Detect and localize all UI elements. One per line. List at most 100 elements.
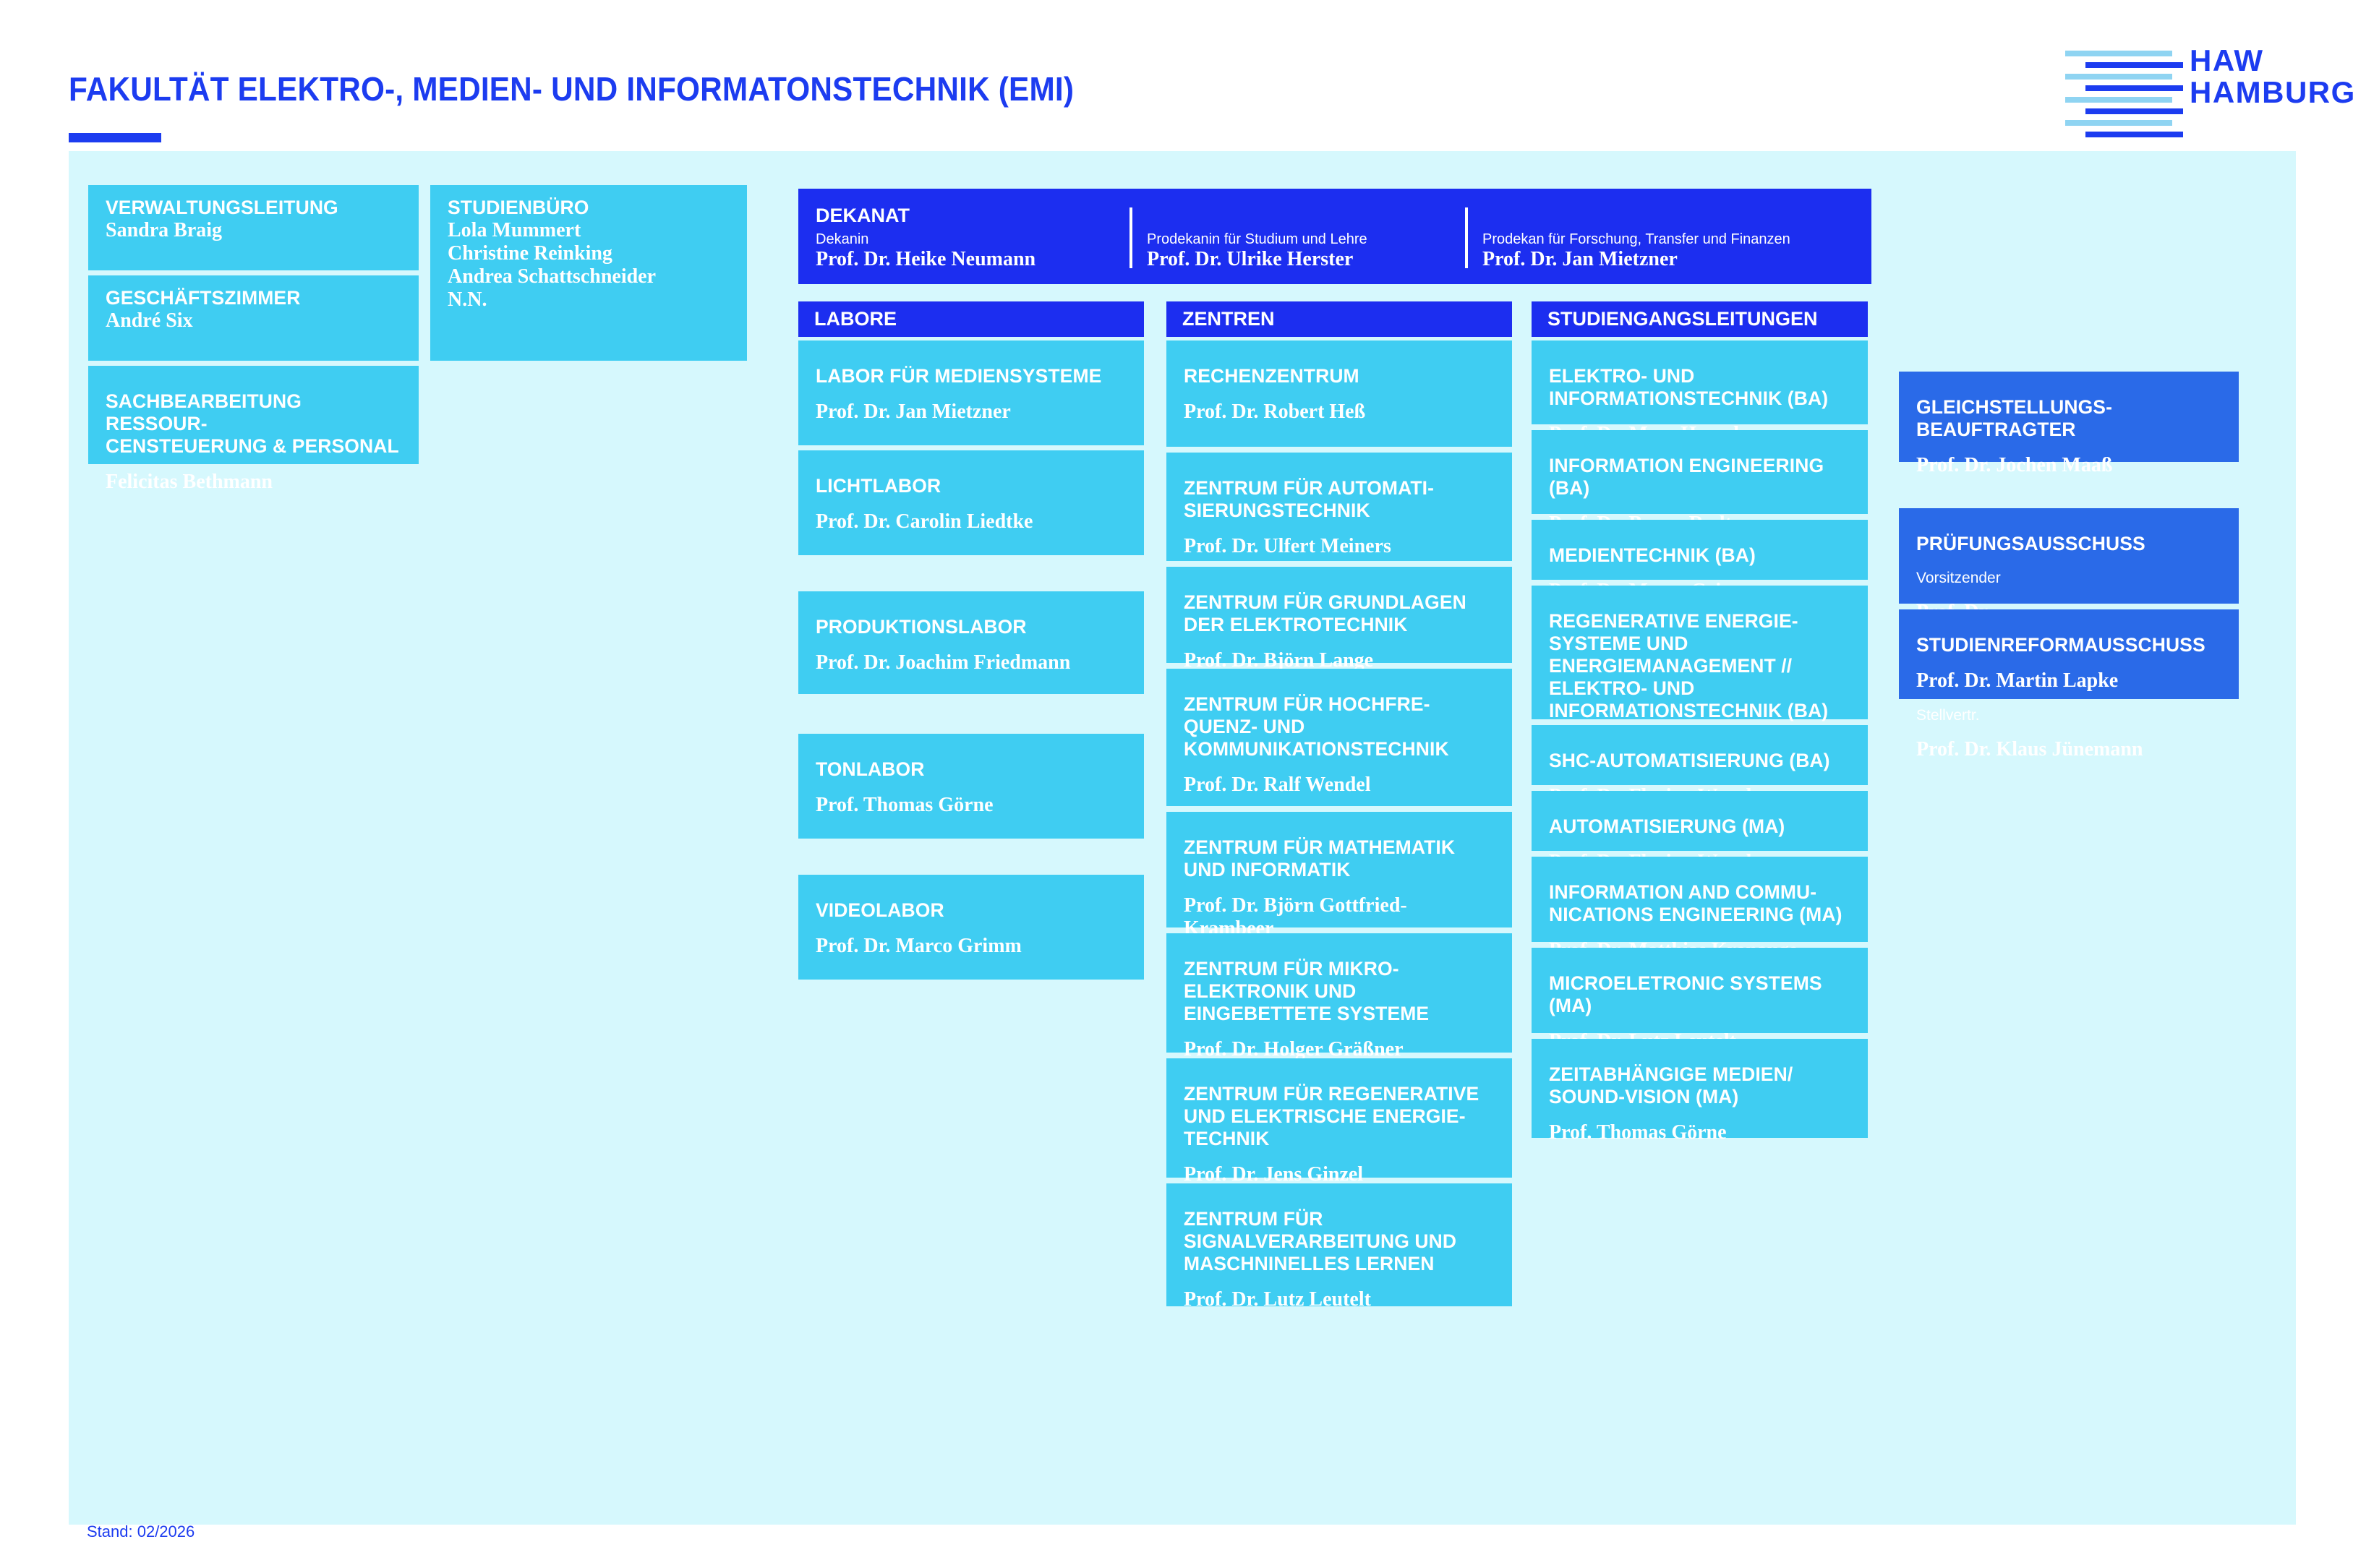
card-zentrum[interactable]: ZENTRUM FÜR MIKRO- ELEKTRONIK UND EINGEB…: [1166, 933, 1512, 1061]
column-header-label: LABORE: [814, 308, 897, 330]
card-title: REGENERATIVE ENERGIE- SYSTEME UND ENERGI…: [1549, 610, 1829, 721]
card-person: Prof. Thomas Görne: [1549, 1121, 1727, 1144]
card-studiengang[interactable]: SHC-AUTOMATISIERUNG (BA) Prof. Dr. Flori…: [1532, 725, 1868, 807]
card-title: ZENTRUM FÜR MATHEMATIK UND INFORMATIK: [1184, 836, 1456, 881]
dekanat-entry-prodekan: Prodekan für Forschung, Transfer und Fin…: [1482, 231, 1858, 326]
card-zentrum[interactable]: ZENTRUM FÜR HOCHFRE- QUENZ- UND KOMMUNIK…: [1166, 669, 1512, 878]
card-person: Prof. Dr. Björn Lange: [1184, 649, 1374, 672]
page-title: FAKULTÄT ELEKTRO-, MEDIEN- UND INFORMATO…: [69, 70, 1075, 108]
footer-stand: Stand: 02/2026: [87, 1522, 195, 1541]
card-zentrum[interactable]: ZENTRUM FÜR REGENERATIVE UND ELEKTRISCHE…: [1166, 1058, 1512, 1186]
card-title: GLEICHSTELLUNGS- BEAUFTRAGTER: [1916, 396, 2113, 440]
card-sachbearbeitung[interactable]: SACHBEARBEITUNG RESSOUR- CENSTEUERUNG & …: [88, 366, 419, 493]
card-person: Andrea Schattschneider: [448, 265, 657, 288]
card-title: ZENTRUM FÜR GRUNDLAGEN DER ELEKTROTECHNI…: [1184, 591, 1466, 635]
card-person: Prof. Dr. Marco Grimm: [816, 935, 1022, 957]
card-person: Prof. Dr. Jochen Maaß: [1916, 454, 2113, 476]
card-studiengang[interactable]: ZEITABHÄNGIGE MEDIEN/ SOUND-VISION (MA) …: [1532, 1039, 1868, 1144]
card-person: Prof. Dr. Jan Mietzner: [816, 400, 1011, 423]
logo-line-1: HAW: [2190, 43, 2264, 77]
card-zentrum[interactable]: RECHENZENTRUM Prof. Dr. Robert Heß: [1166, 340, 1512, 447]
column-header-labore: LABORE: [798, 301, 1144, 337]
deputy-name: Prof. Dr. Klaus Jünemann: [1916, 738, 2143, 761]
card-studiengang[interactable]: AUTOMATISIERUNG (MA) Prof. Dr. Florian W…: [1532, 791, 1868, 873]
dekanat-role: Prodekanin für Studium und Lehre: [1147, 231, 1367, 247]
logo-bars-icon: [2038, 48, 2183, 137]
haw-hamburg-logo: HAW HAMBURG: [2038, 45, 2353, 137]
logo-line-2: HAMBURG: [2190, 75, 2353, 109]
column-header-zentren: ZENTREN: [1166, 301, 1512, 337]
card-zentrum[interactable]: ZENTRUM FÜR MATHEMATIK UND INFORMATIK Pr…: [1166, 812, 1512, 940]
dekanat-divider: [1465, 207, 1468, 268]
card-title: PRÜFUNGSAUSSCHUSS: [1916, 533, 2145, 554]
column-header-label: ZENTREN: [1182, 308, 1275, 330]
card-title: ZEITABHÄNGIGE MEDIEN/ SOUND-VISION (MA): [1549, 1063, 1793, 1108]
card-labor[interactable]: TONLABOR Prof. Thomas Görne: [798, 734, 1144, 839]
card-studiengang[interactable]: REGENERATIVE ENERGIE- SYSTEME UND ENERGI…: [1532, 586, 1868, 758]
card-person: Prof. Dr. Jens Ginzel: [1184, 1163, 1364, 1186]
dekanat-name: Prof. Dr. Ulrike Herster: [1147, 248, 1354, 270]
card-title: INFORMATION AND COMMU- NICATIONS ENGINEE…: [1549, 881, 1842, 925]
page-header: FAKULTÄT ELEKTRO-, MEDIEN- UND INFORMATO…: [0, 0, 2353, 148]
dekanat-entry-prodekanin: Prodekanin für Studium und Lehre Prof. D…: [1147, 231, 1458, 326]
card-labor[interactable]: LABOR FÜR MEDIENSYSTEME Prof. Dr. Jan Mi…: [798, 340, 1144, 445]
dekanat-name: Prof. Dr. Jan Mietzner: [1482, 248, 1678, 270]
card-title: INFORMATION ENGINEERING (BA): [1549, 455, 1824, 499]
card-title: ELEKTRO- UND INFORMATIONSTECHNIK (BA): [1549, 365, 1829, 409]
card-person: Sandra Braig: [106, 219, 223, 241]
card-person: Felicitas Bethmann: [106, 471, 273, 493]
card-studienreformausschuss[interactable]: STUDIENREFORMAUSSCHUSS Prof. Dr. Martin …: [1899, 609, 2239, 761]
org-chart-panel: VERWALTUNGSLEITUNG Sandra Braig GESCHÄFT…: [69, 151, 2296, 1541]
card-title: TONLABOR: [816, 758, 925, 780]
card-title: ZENTRUM FÜR REGENERATIVE UND ELEKTRISCHE…: [1184, 1083, 1479, 1149]
card-person: Prof. Dr. Ralf Wendel: [1184, 774, 1371, 796]
card-gleichstellungsbeauftragter[interactable]: GLEICHSTELLUNGS- BEAUFTRAGTER Prof. Dr. …: [1899, 372, 2239, 476]
deputy-label: Stellvertr.: [1916, 707, 1980, 724]
card-role: Vorsitzender: [1916, 570, 2001, 586]
card-title: LICHTLABOR: [816, 475, 941, 497]
card-studienbuero[interactable]: STUDIENBÜRO Lola Mummert Christine Reink…: [430, 185, 747, 361]
card-studiengang[interactable]: ELEKTRO- UND INFORMATIONSTECHNIK (BA) Pr…: [1532, 340, 1868, 445]
card-labor[interactable]: VIDEOLABOR Prof. Dr. Marco Grimm: [798, 875, 1144, 980]
card-person: Prof. Dr. Carolin Liedtke: [816, 510, 1033, 533]
card-title: AUTOMATISIERUNG (MA): [1549, 815, 1785, 837]
card-title: GESCHÄFTSZIMMER: [106, 287, 301, 309]
card-title: ZENTRUM FÜR SIGNALVERARBEITUNG UND MASCH…: [1184, 1208, 1457, 1274]
card-title: MICROELETRONIC SYSTEMS (MA): [1549, 972, 1822, 1016]
card-dekanat[interactable]: DEKANAT Dekanin Prof. Dr. Heike Neumann …: [798, 189, 1871, 284]
card-person: Prof. Dr. Ulfert Meiners: [1184, 535, 1391, 557]
card-verwaltungsleitung[interactable]: VERWALTUNGSLEITUNG Sandra Braig: [88, 185, 419, 270]
column-header-studiengangsleitungen: STUDIENGANGSLEITUNGEN: [1532, 301, 1868, 337]
card-person: N.N.: [448, 288, 487, 311]
card-zentrum[interactable]: ZENTRUM FÜR SIGNALVERARBEITUNG UND MASCH…: [1166, 1183, 1512, 1311]
card-person: Prof. Thomas Görne: [816, 794, 994, 816]
card-studiengang[interactable]: INFORMATION AND COMMU- NICATIONS ENGINEE…: [1532, 857, 1868, 961]
card-person: Prof. Dr. Holger Gräßner: [1184, 1038, 1404, 1061]
card-title: SHC-AUTOMATISIERUNG (BA): [1549, 750, 1830, 771]
card-studiengang[interactable]: INFORMATION ENGINEERING (BA) Prof. Dr. B…: [1532, 430, 1868, 535]
card-labor[interactable]: LICHTLABOR Prof. Dr. Carolin Liedtke: [798, 450, 1144, 555]
card-geschaeftszimmer[interactable]: GESCHÄFTSZIMMER André Six: [88, 275, 419, 361]
card-title: VERWALTUNGSLEITUNG: [106, 197, 338, 218]
card-zentrum[interactable]: ZENTRUM FÜR AUTOMATI- SIERUNGSTECHNIK Pr…: [1166, 453, 1512, 640]
dekanat-name: Prof. Dr. Heike Neumann: [816, 248, 1036, 270]
card-title: STUDIENREFORMAUSSCHUSS: [1916, 634, 2205, 656]
dekanat-entry-dekanin: Dekanin Prof. Dr. Heike Neumann: [816, 231, 1105, 326]
card-title: SACHBEARBEITUNG RESSOUR- CENSTEUERUNG & …: [106, 390, 399, 457]
card-zentrum[interactable]: ZENTRUM FÜR GRUNDLAGEN DER ELEKTROTECHNI…: [1166, 567, 1512, 672]
card-title: PRODUKTIONSLABOR: [816, 616, 1027, 638]
card-studiengang[interactable]: MICROELETRONIC SYSTEMS (MA) Prof. Dr. Lu…: [1532, 948, 1868, 1053]
title-underline-rule: [69, 133, 161, 142]
card-person: Prof. Dr. Martin Lapke: [1916, 669, 2119, 692]
dekanat-divider: [1129, 207, 1132, 268]
card-labor[interactable]: PRODUKTIONSLABOR Prof. Dr. Joachim Fried…: [798, 591, 1144, 694]
card-studiengang[interactable]: MEDIENTECHNIK (BA) Prof. Dr. Marco Grimm: [1532, 520, 1868, 602]
logo-wordmark: HAW HAMBURG: [2190, 45, 2353, 108]
card-person: Christine Reinking: [448, 242, 612, 265]
card-pruefungsausschuss[interactable]: PRÜFUNGSAUSSCHUSS Vorsitzender Prof. Dr.…: [1899, 508, 2239, 646]
card-person: André Six: [106, 309, 193, 332]
card-title: RECHENZENTRUM: [1184, 365, 1359, 387]
card-title: VIDEOLABOR: [816, 899, 944, 921]
card-person: Lola Mummert: [448, 219, 581, 241]
card-title: ZENTRUM FÜR AUTOMATI- SIERUNGSTECHNIK: [1184, 477, 1435, 521]
